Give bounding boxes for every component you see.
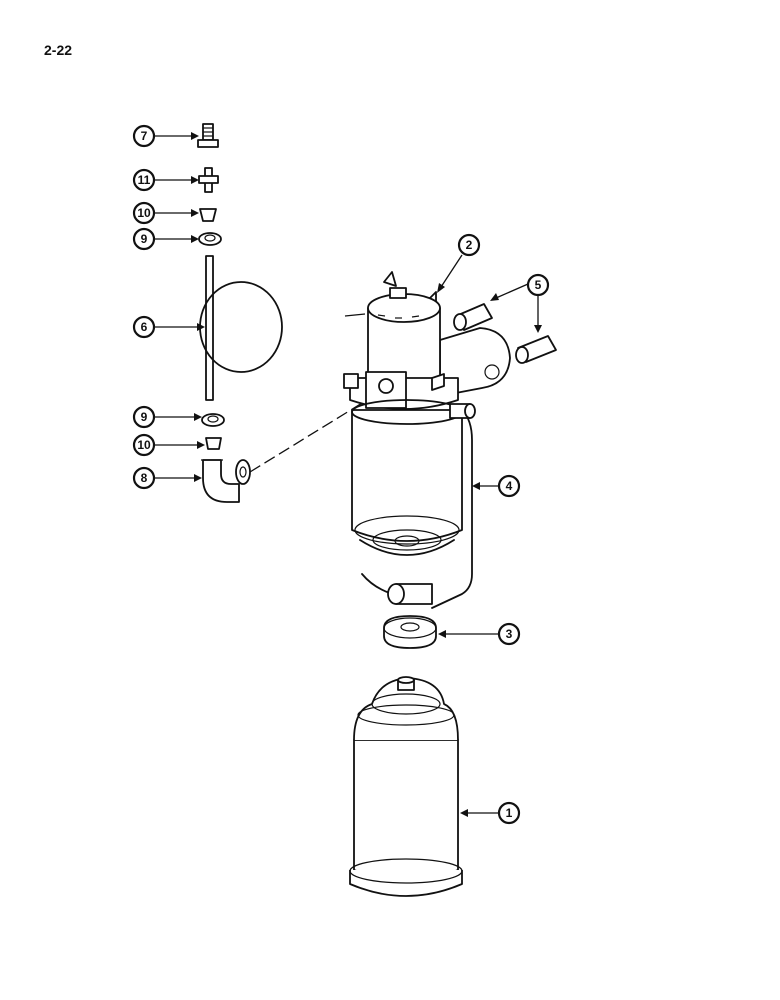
svg-text:4: 4: [506, 479, 513, 493]
part-8-elbow: [201, 459, 251, 503]
svg-text:10: 10: [137, 438, 151, 452]
alignment-dash-line: [249, 391, 381, 473]
leader-lines: [155, 132, 542, 817]
svg-text:1: 1: [506, 806, 513, 820]
callout-10-upper: 10: [132, 201, 156, 225]
callout-3: 3: [497, 622, 521, 646]
callout-2: 2: [457, 233, 481, 257]
part-9-nut-upper: [198, 232, 222, 246]
page-number: 2-22: [44, 42, 73, 58]
callout-9-lower: 9: [132, 405, 156, 429]
svg-text:9: 9: [141, 410, 148, 424]
svg-text:7: 7: [141, 129, 148, 143]
callout-4: 4: [497, 474, 521, 498]
callout-7: 7: [132, 124, 156, 148]
callout-11: 11: [132, 168, 156, 192]
part-5-sleeve-upper: [453, 303, 493, 331]
part-9-nut-lower: [201, 413, 225, 427]
part-7-fitting: [197, 123, 219, 148]
callout-8: 8: [132, 466, 156, 490]
callout-1: 1: [497, 801, 521, 825]
part-10-ferrule-upper: [199, 208, 217, 222]
part-11-fitting: [198, 167, 219, 193]
svg-text:9: 9: [141, 232, 148, 246]
svg-text:2: 2: [466, 238, 473, 252]
svg-text:10: 10: [137, 206, 151, 220]
svg-text:8: 8: [141, 471, 148, 485]
part-3-seal: [383, 615, 437, 649]
svg-text:5: 5: [535, 278, 542, 292]
callout-9-upper: 9: [132, 227, 156, 251]
svg-text:11: 11: [138, 173, 151, 187]
callout-6: 6: [132, 315, 156, 339]
part-6-fuel-line: [199, 255, 283, 401]
part-2-filter-head: [343, 271, 511, 410]
svg-text:3: 3: [506, 627, 513, 641]
callout-5: 5: [526, 273, 550, 297]
part-4-bowl-bail: [351, 399, 476, 609]
part-10-ferrule-lower: [205, 437, 222, 450]
callout-10-lower: 10: [132, 433, 156, 457]
svg-text:6: 6: [141, 320, 148, 334]
part-5-sleeve-lower: [515, 335, 557, 364]
part-1-filter-element: [349, 676, 463, 897]
